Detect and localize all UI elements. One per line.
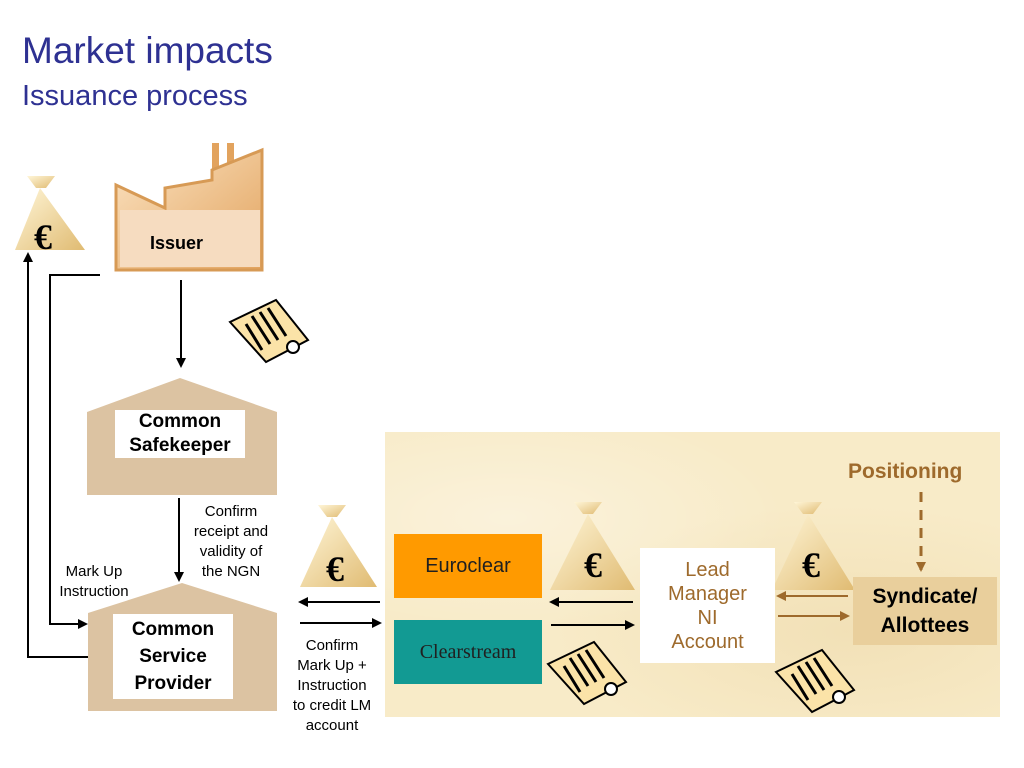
money-bag-icon-middle (300, 505, 377, 587)
common-service-provider-label: Common Service Provider (113, 614, 233, 699)
csp-to-euro-arrow (23, 252, 88, 658)
label-line: Account (671, 630, 744, 653)
note-line: Instruction (59, 583, 129, 600)
slide-subtitle: Issuance process (22, 80, 248, 112)
note-line: the NGN (201, 563, 261, 580)
euro-symbol: € (802, 545, 820, 585)
money-bag-icon-lead-manager (772, 502, 855, 590)
note-line: Mark Up (65, 563, 123, 580)
certificate-icon-top (228, 298, 310, 364)
note-line: to credit LM (292, 697, 372, 714)
certificate-icon-clearstream (546, 640, 628, 706)
euroclear-box: Euroclear (394, 534, 542, 598)
label-line: Allottees (880, 614, 970, 637)
positioning-label: Positioning (848, 460, 963, 483)
money-bag-icon-top-left (15, 176, 85, 250)
label-line: Provider (134, 673, 212, 694)
confirm-lm-account-note: Confirm Mark Up + Instruction to credit … (282, 636, 382, 736)
note-line: Confirm (305, 637, 359, 654)
euro-symbol: € (326, 549, 344, 589)
confirm-ngn-note: Confirm receipt and validity of the NGN (186, 502, 276, 582)
euro-symbol: € (34, 217, 52, 257)
note-line: Confirm (204, 503, 258, 520)
common-safekeeper-label: Common Safekeeper (115, 410, 245, 458)
lead-manager-account-box: Lead Manager NI Account (640, 548, 775, 663)
label-line: Service (139, 646, 207, 667)
note-line: account (305, 717, 359, 734)
note-line: receipt and (193, 523, 269, 540)
label-line: NI (697, 606, 718, 629)
label-line: Lead (685, 558, 730, 581)
label-line: Common (131, 619, 215, 640)
issuer-label: Issuer (150, 233, 204, 253)
money-bag-icon-euroclear (550, 502, 635, 590)
certificate-icon-lead-manager (774, 648, 856, 714)
label-line: Safekeeper (129, 435, 231, 456)
note-line: Instruction (297, 677, 367, 694)
label-line: Syndicate/ (872, 585, 978, 608)
clearstream-box: Clearstream (394, 620, 542, 684)
slide-title: Market impacts (22, 30, 273, 71)
syndicate-allottees-box: Syndicate/ Allottees (853, 577, 997, 645)
factory-icon (114, 143, 264, 272)
label-line: Manager (668, 582, 747, 605)
euro-symbol: € (584, 545, 602, 585)
label-line: Common (138, 411, 222, 432)
note-line: Mark Up + (297, 657, 367, 674)
note-line: validity of (199, 543, 263, 560)
mark-up-instruction-note: Mark Up Instruction (48, 562, 140, 602)
mark-up-instruction-arrow (49, 274, 100, 629)
